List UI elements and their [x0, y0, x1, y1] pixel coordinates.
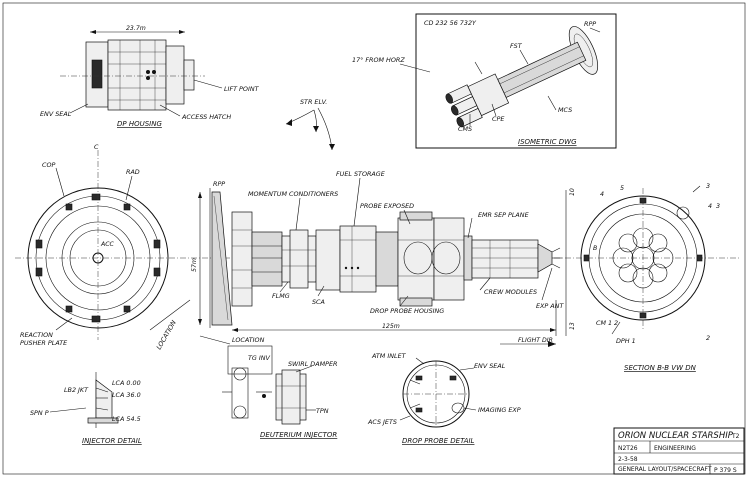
rpp-main-label: RPP: [213, 180, 225, 188]
num-5-label: 5: [620, 184, 624, 192]
title-block-rev: T2: [731, 433, 740, 440]
dim-57-label: 57m: [191, 258, 198, 272]
title-block-sheet-title: GENERAL LAYOUT/SPACECRAFT: [618, 466, 712, 473]
drop-probe-housing-label: DROP PROBE HOUSING: [370, 307, 444, 315]
rad-label: RAD: [126, 168, 140, 176]
deuterium-injector-caption: DEUTERIUM INJECTOR: [260, 431, 337, 439]
title-block-date: 2-3-58: [618, 456, 638, 463]
horz-angle-label: 17° FROM HORZ: [352, 56, 405, 64]
sca-label: SCA: [312, 298, 325, 306]
crew-modules-label: CREW MODULES: [484, 288, 537, 296]
num-3a-label: 3: [706, 182, 710, 190]
lift-point-label: LIFT POINT: [224, 85, 260, 93]
probe-exposed-label: PROBE EXPOSED: [360, 202, 414, 210]
dph1-label: DPH 1: [616, 337, 636, 345]
dp-housing-view: 23.7m LIFT POINT ENV SEAL ACCESS HATCH D…: [40, 25, 260, 128]
atm-inlet-label: ATM INLET: [371, 352, 407, 360]
section-bb-view: 5 4 3 3 4 2 2 CM 1 DPH 1 B SECTION B-B V…: [580, 182, 720, 372]
lca-54-label: LCA 54.5: [112, 415, 141, 423]
dp-housing-dimension: 23.7m: [126, 25, 146, 32]
reaction-label: REACTION: [20, 331, 53, 339]
flmg-label: FLMG: [272, 292, 290, 300]
injector-detail-view: LB2 JKT LCA 0.00 LCA 36.0 LCA 54.5 SPN P…: [30, 372, 142, 445]
injector-detail-caption: INJECTOR DETAIL: [82, 437, 142, 445]
pusher-plate-view: C ACC COP RAD REACTION PUSHER PLATE LOCA…: [20, 143, 191, 351]
tg-inv-label: TG INV: [248, 354, 271, 362]
isometric-frame: [415, 13, 617, 149]
spn-label: SPN P: [30, 409, 49, 417]
num-4b-label: 4: [708, 202, 712, 210]
isometric-drawing-view: 17° FROM HORZ CD 232 56 732Y RPP FST CMS…: [352, 13, 617, 149]
pusher-plate-label: PUSHER PLATE: [20, 339, 68, 347]
str-elv-label: STR ELV.: [300, 98, 327, 106]
spacecraft-side-view: RPP 57m MOMENTUM CONDITIONERS FUEL: [191, 170, 576, 347]
title-block-dept: ENGINEERING: [654, 445, 696, 452]
rpp-iso-label: RPP: [584, 20, 596, 28]
title-block-sheet-number: P 379 S: [714, 467, 737, 474]
cm1-label: CM 1: [596, 319, 612, 327]
exp-ant-label: EXP ANT: [536, 302, 564, 310]
lca-0-label: LCA 0.00: [112, 379, 141, 387]
imaging-exp-label: IMAGING EXP: [478, 406, 521, 414]
emr-sep-plane-label: EMR SEP PLANE: [478, 211, 530, 219]
num-2b-label: 2: [706, 334, 710, 342]
section-bb-caption: SECTION B-B VW DN: [624, 364, 697, 372]
drop-probe-detail-view: ATM INLET ENV SEAL ACS JETS IMAGING EXP …: [367, 352, 521, 445]
flight-dir-label: FLIGHT DIR: [518, 337, 553, 344]
swirl-damper-label: SWIRL DAMPER: [288, 360, 337, 368]
dim-125-label: 125m: [382, 323, 400, 330]
section-b-marker: B: [593, 245, 597, 252]
access-hatch-label: ACCESS HATCH: [181, 113, 231, 121]
title-block-model: N2T26: [618, 445, 638, 452]
lbs-label: LB2 JKT: [64, 386, 89, 394]
num-3b-label: 3: [716, 202, 720, 210]
momentum-conditioners-label: MOMENTUM CONDITIONERS: [248, 190, 338, 198]
drop-probe-detail-caption: DROP PROBE DETAIL: [402, 437, 475, 445]
str-elv-indicator: STR ELV.: [285, 98, 335, 151]
acc-label: ACC: [100, 241, 115, 248]
fst-label: FST: [510, 42, 523, 50]
dim-10-label: 10: [569, 188, 576, 196]
fuel-storage-label: FUEL STORAGE: [336, 170, 386, 178]
acs-jets-label: ACS JETS: [367, 418, 397, 426]
env-seal-top-label: ENV SEAL: [40, 110, 72, 118]
num-2a-label: 2: [614, 319, 618, 327]
dim-13-label: 13: [569, 322, 576, 330]
title-block-title: ORION NUCLEAR STARSHIP: [618, 431, 734, 441]
dp-housing-caption: DP HOUSING: [117, 120, 162, 128]
iso-code-label: CD 232 56 732Y: [424, 19, 477, 27]
title-block: ORION NUCLEAR STARSHIP T2 N2T26 ENGINEER…: [613, 427, 745, 475]
num-4a-label: 4: [600, 190, 604, 198]
deuterium-injector-view: LOCATION TG INV SWIRL DAMPER TPN DEUTERI…: [199, 335, 337, 439]
lca-36-label: LCA 36.0: [112, 391, 141, 399]
env-seal-bottom-label: ENV SEAL: [474, 362, 506, 370]
cms-label: CMS: [458, 125, 472, 133]
c-marker: C: [94, 143, 99, 151]
mcs-label: MCS: [558, 106, 572, 114]
isometric-caption: ISOMETRIC DWG: [518, 138, 577, 146]
cpe-label: CPE: [492, 115, 505, 123]
location-label: LOCATION: [232, 336, 265, 344]
pusher-plate-edge: [211, 191, 233, 326]
tpn-label: TPN: [316, 407, 329, 415]
cop-label: COP: [42, 161, 55, 169]
